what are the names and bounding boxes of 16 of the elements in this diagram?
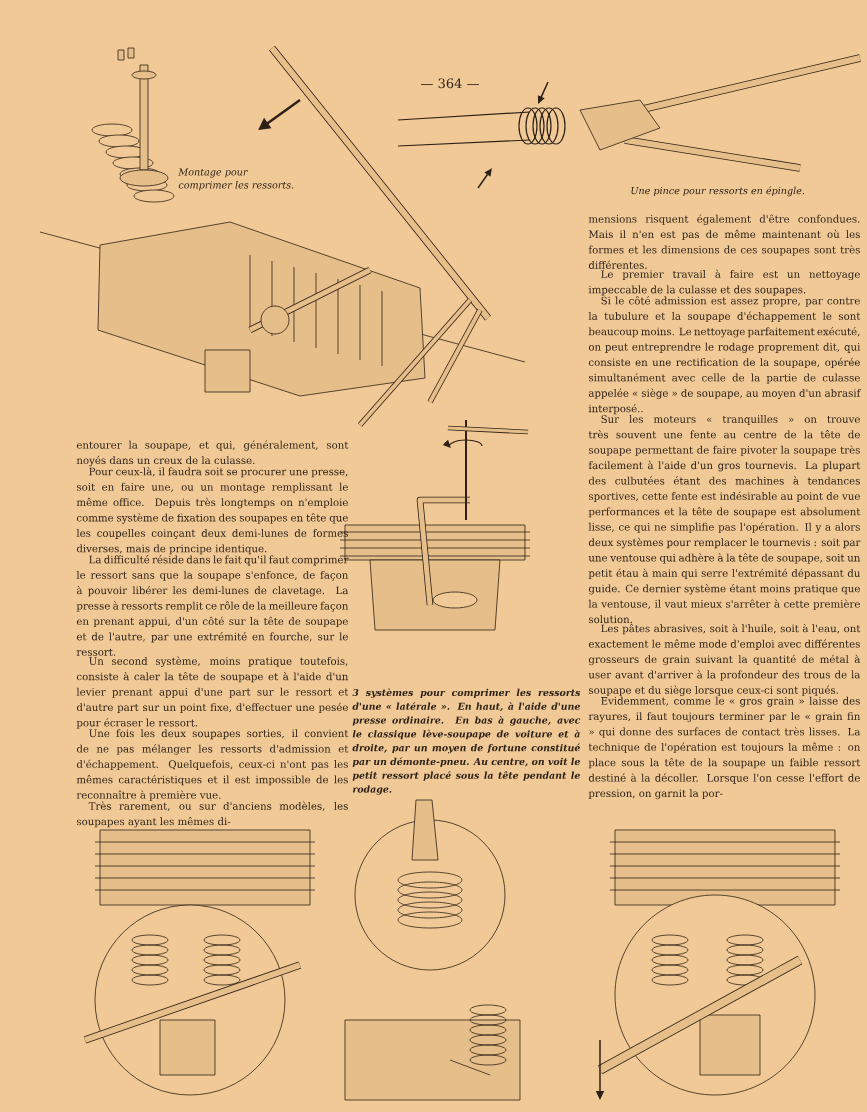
body-paragraph: Si le côté admission est assez propre, par contre la tubulure et la soupape d'échappement le sont beaucoup moins. Le nettoyage parfaitement exécuté, on peut entreprendre le rodage proprement dit, qui consiste en une rectification de la soupape, opérée simultanément avec celle de la partie de culasse appelée « siège » de soupape, au moyen d'un abrasif interposé.. bbox=[588, 296, 861, 415]
body-paragraph: mensions risquent également d'être confondues. Mais il n'en est pas de même maintenant où les formes et les dimensions de ces soupapes sont très différentes. bbox=[588, 214, 860, 269]
body-paragraph: Très rarement, ou sur d'anciens modèles, les soupapes ayant les mêmes di- bbox=[76, 801, 348, 828]
body-paragraph: Les pâtes abrasives, soit à l'huile, soit à l'eau, ont exactement le même mode d'emploi avec différentes grosseurs de grain suivant la quantité de métal à user avant d'arriver à la profondeur des trous de la soupape et du siège lorsque ceux-ci sont piqués. bbox=[588, 623, 861, 696]
body-paragraph: Pour ceux-là, il faudra soit se procurer une presse, soit en faire une, ou un montage remplissant le même office. Depuis très longtemps on n'emploie comme système de fixation des soupapes en tête que les coupelles coinçant deux demi-lunes de formes diverses, mais de principe identique. bbox=[76, 467, 348, 555]
figure-caption: Une pince pour ressorts en épingle. bbox=[631, 186, 805, 197]
page-number: — 364 — bbox=[421, 78, 479, 89]
body-paragraph: Sur les moteurs « tranquilles » on trouve très souvent une fente au centre de la tête de soupape permettant de faire pivoter la soupape très facilement à l'aide d'un gros tournevis. La plupart des culbutées étant des machines à tendances sportives, cette fente est indésirable au point de vue performances et la tête de soupape est absolument lisse, ce qui ne simplifie pas l'opération. Il y a alors deux systèmes pour remplacer le tournevis : soit par une ventouse qui adhère à la tête de soupape, soit un petit étau à main qui serre l'extrémité dépassant du guide. Ce dernier système étant moins pratique que la ventouse, il vaut mieux s'arrêter à cette première solution. bbox=[588, 415, 861, 624]
body-paragraph: entourer la soupape, et qui, généralement, sont noyés dans un creux de la culasse. bbox=[76, 440, 349, 467]
figure-caption: Montage pour comprimer les ressorts. bbox=[178, 168, 294, 191]
body-paragraph: Evidemment, comme le « gros grain » laisse des rayures, il faut toujours terminer par le « grain fin » qui donne des surfaces de contact très lisses. La technique de l'opération est toujours la même : on place sous la tête de la soupape un faible ressort destiné à la décoller. Lorsque l'on cesse l'effort de pression, on garnit la por- bbox=[588, 696, 861, 800]
body-paragraph: Le premier travail à faire est un nettoyage impeccable de la culasse et des soupapes. bbox=[588, 269, 860, 296]
body-paragraph: Une fois les deux soupapes sorties, il convient de ne pas mélanger les ressorts d'admission et d'échappement. Quelquefois, ceux-ci n'ont pas les mêmes caractéristiques et il est impossible de les reconnaître à première vue. bbox=[76, 729, 349, 801]
body-paragraph: Un second système, moins pratique toutefois, consiste à caler la tête de soupape et à l'aide d'un levier prenant appui d'une part sur le ressort et d'autre part sur un point fixe, d'effectuer une pesée pour écraser le ressort. bbox=[76, 656, 349, 729]
figure-caption: 3 systèmes pour comprimer les ressorts d'une « latérale ». En haut, à l'aide d'une presse ordinaire. En bas à gauche, avec le classique lève-soupape de voiture et à droite, par un moyen de fortune constitué par un démonte-pneu. Au centre, on voit le petit ressort placé sous la tête pendant le rodage. bbox=[352, 688, 581, 795]
body-paragraph: La difficulté réside dans le fait qu'il faut comprimer le ressort sans que la soupape s'enfonce, de façon à pouvoir libérer les demi-lunes de clavetage. La presse à ressorts remplit ce rôle de la meilleure façon en prenant appui, d'un côté sur la tête de soupape et de l'autre, par une extrémité en fourche, sur le ressort. bbox=[76, 555, 349, 656]
